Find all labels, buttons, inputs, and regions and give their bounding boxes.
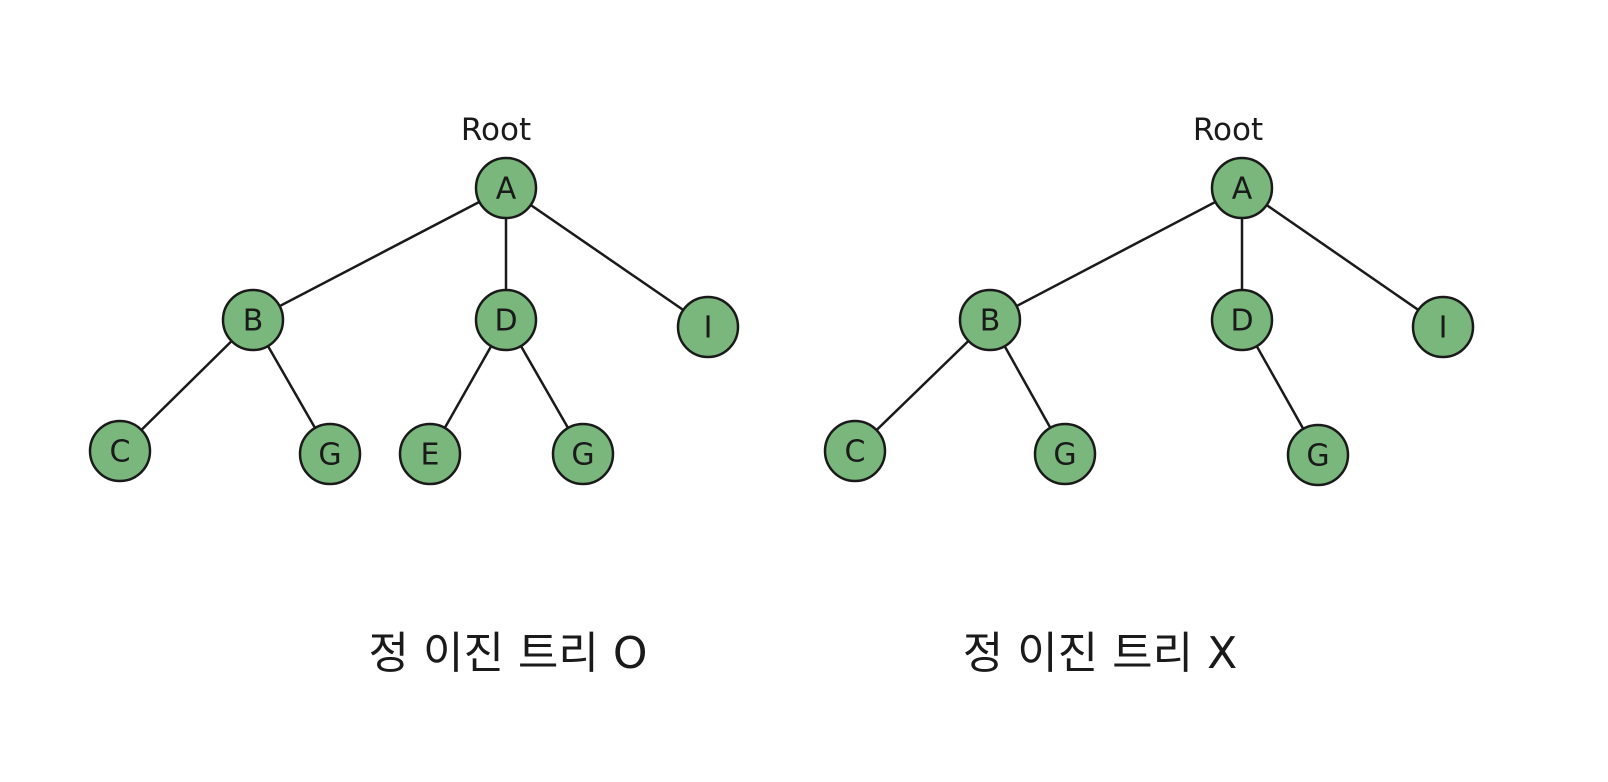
tree-node-c: C [823, 419, 887, 483]
node-label: C [845, 435, 866, 470]
node-circle [823, 419, 887, 483]
edge-a-b [989, 186, 1243, 322]
tree-node-d: D [474, 288, 538, 352]
tree-node-g2: G [551, 422, 615, 486]
node-circle [474, 288, 538, 352]
tree-node-i: I [676, 295, 740, 359]
node-circle [221, 288, 285, 352]
node-label: C [110, 435, 131, 470]
node-circle [1286, 423, 1350, 487]
tree-node-a: A [1210, 156, 1274, 220]
node-label: B [243, 304, 264, 339]
node-circle [551, 422, 615, 486]
node-label: A [1232, 172, 1253, 207]
tree-node-e: E [398, 422, 462, 486]
node-circle [958, 288, 1022, 352]
node-label: D [494, 304, 517, 339]
node-label: G [318, 438, 341, 473]
root-label: Root [461, 112, 531, 148]
node-circle [676, 295, 740, 359]
tree-caption: 정 이진 트리 O [369, 628, 648, 679]
edge-a-b [252, 186, 507, 322]
node-label: I [1439, 311, 1448, 346]
node-circle [298, 422, 362, 486]
node-circle [1033, 422, 1097, 486]
tree-node-g2: G [1286, 423, 1350, 487]
tree-node-b: B [221, 288, 285, 352]
node-circle [398, 422, 462, 486]
tree-node-d: D [1210, 288, 1274, 352]
node-label: G [571, 438, 594, 473]
tree-node-g1: G [1033, 422, 1097, 486]
node-circle [1210, 156, 1274, 220]
tree-node-a: A [474, 156, 538, 220]
edge-b-c [854, 319, 991, 452]
node-label: I [704, 311, 713, 346]
node-label: G [1053, 438, 1076, 473]
node-label: E [421, 438, 440, 473]
node-circle [1411, 295, 1475, 359]
non-full-binary-tree-example: A B D I C G G Root 정 이진 트리 X [823, 112, 1475, 679]
edge-a-i [1241, 186, 1444, 329]
node-label: D [1230, 304, 1253, 339]
node-circle [474, 156, 538, 220]
node-circle [88, 419, 152, 483]
tree-node-i: I [1411, 295, 1475, 359]
root-label: Root [1193, 112, 1263, 148]
tree-node-c: C [88, 419, 152, 483]
tree-node-g1: G [298, 422, 362, 486]
tree-node-b: B [958, 288, 1022, 352]
edge-a-i [505, 186, 709, 329]
node-label: G [1306, 439, 1329, 474]
node-label: A [496, 172, 517, 207]
full-binary-tree-example: A B D I C G E G Root 정 이진 트리 O [88, 112, 740, 679]
node-label: B [980, 304, 1001, 339]
tree-caption: 정 이진 트리 X [963, 628, 1238, 679]
node-circle [1210, 288, 1274, 352]
